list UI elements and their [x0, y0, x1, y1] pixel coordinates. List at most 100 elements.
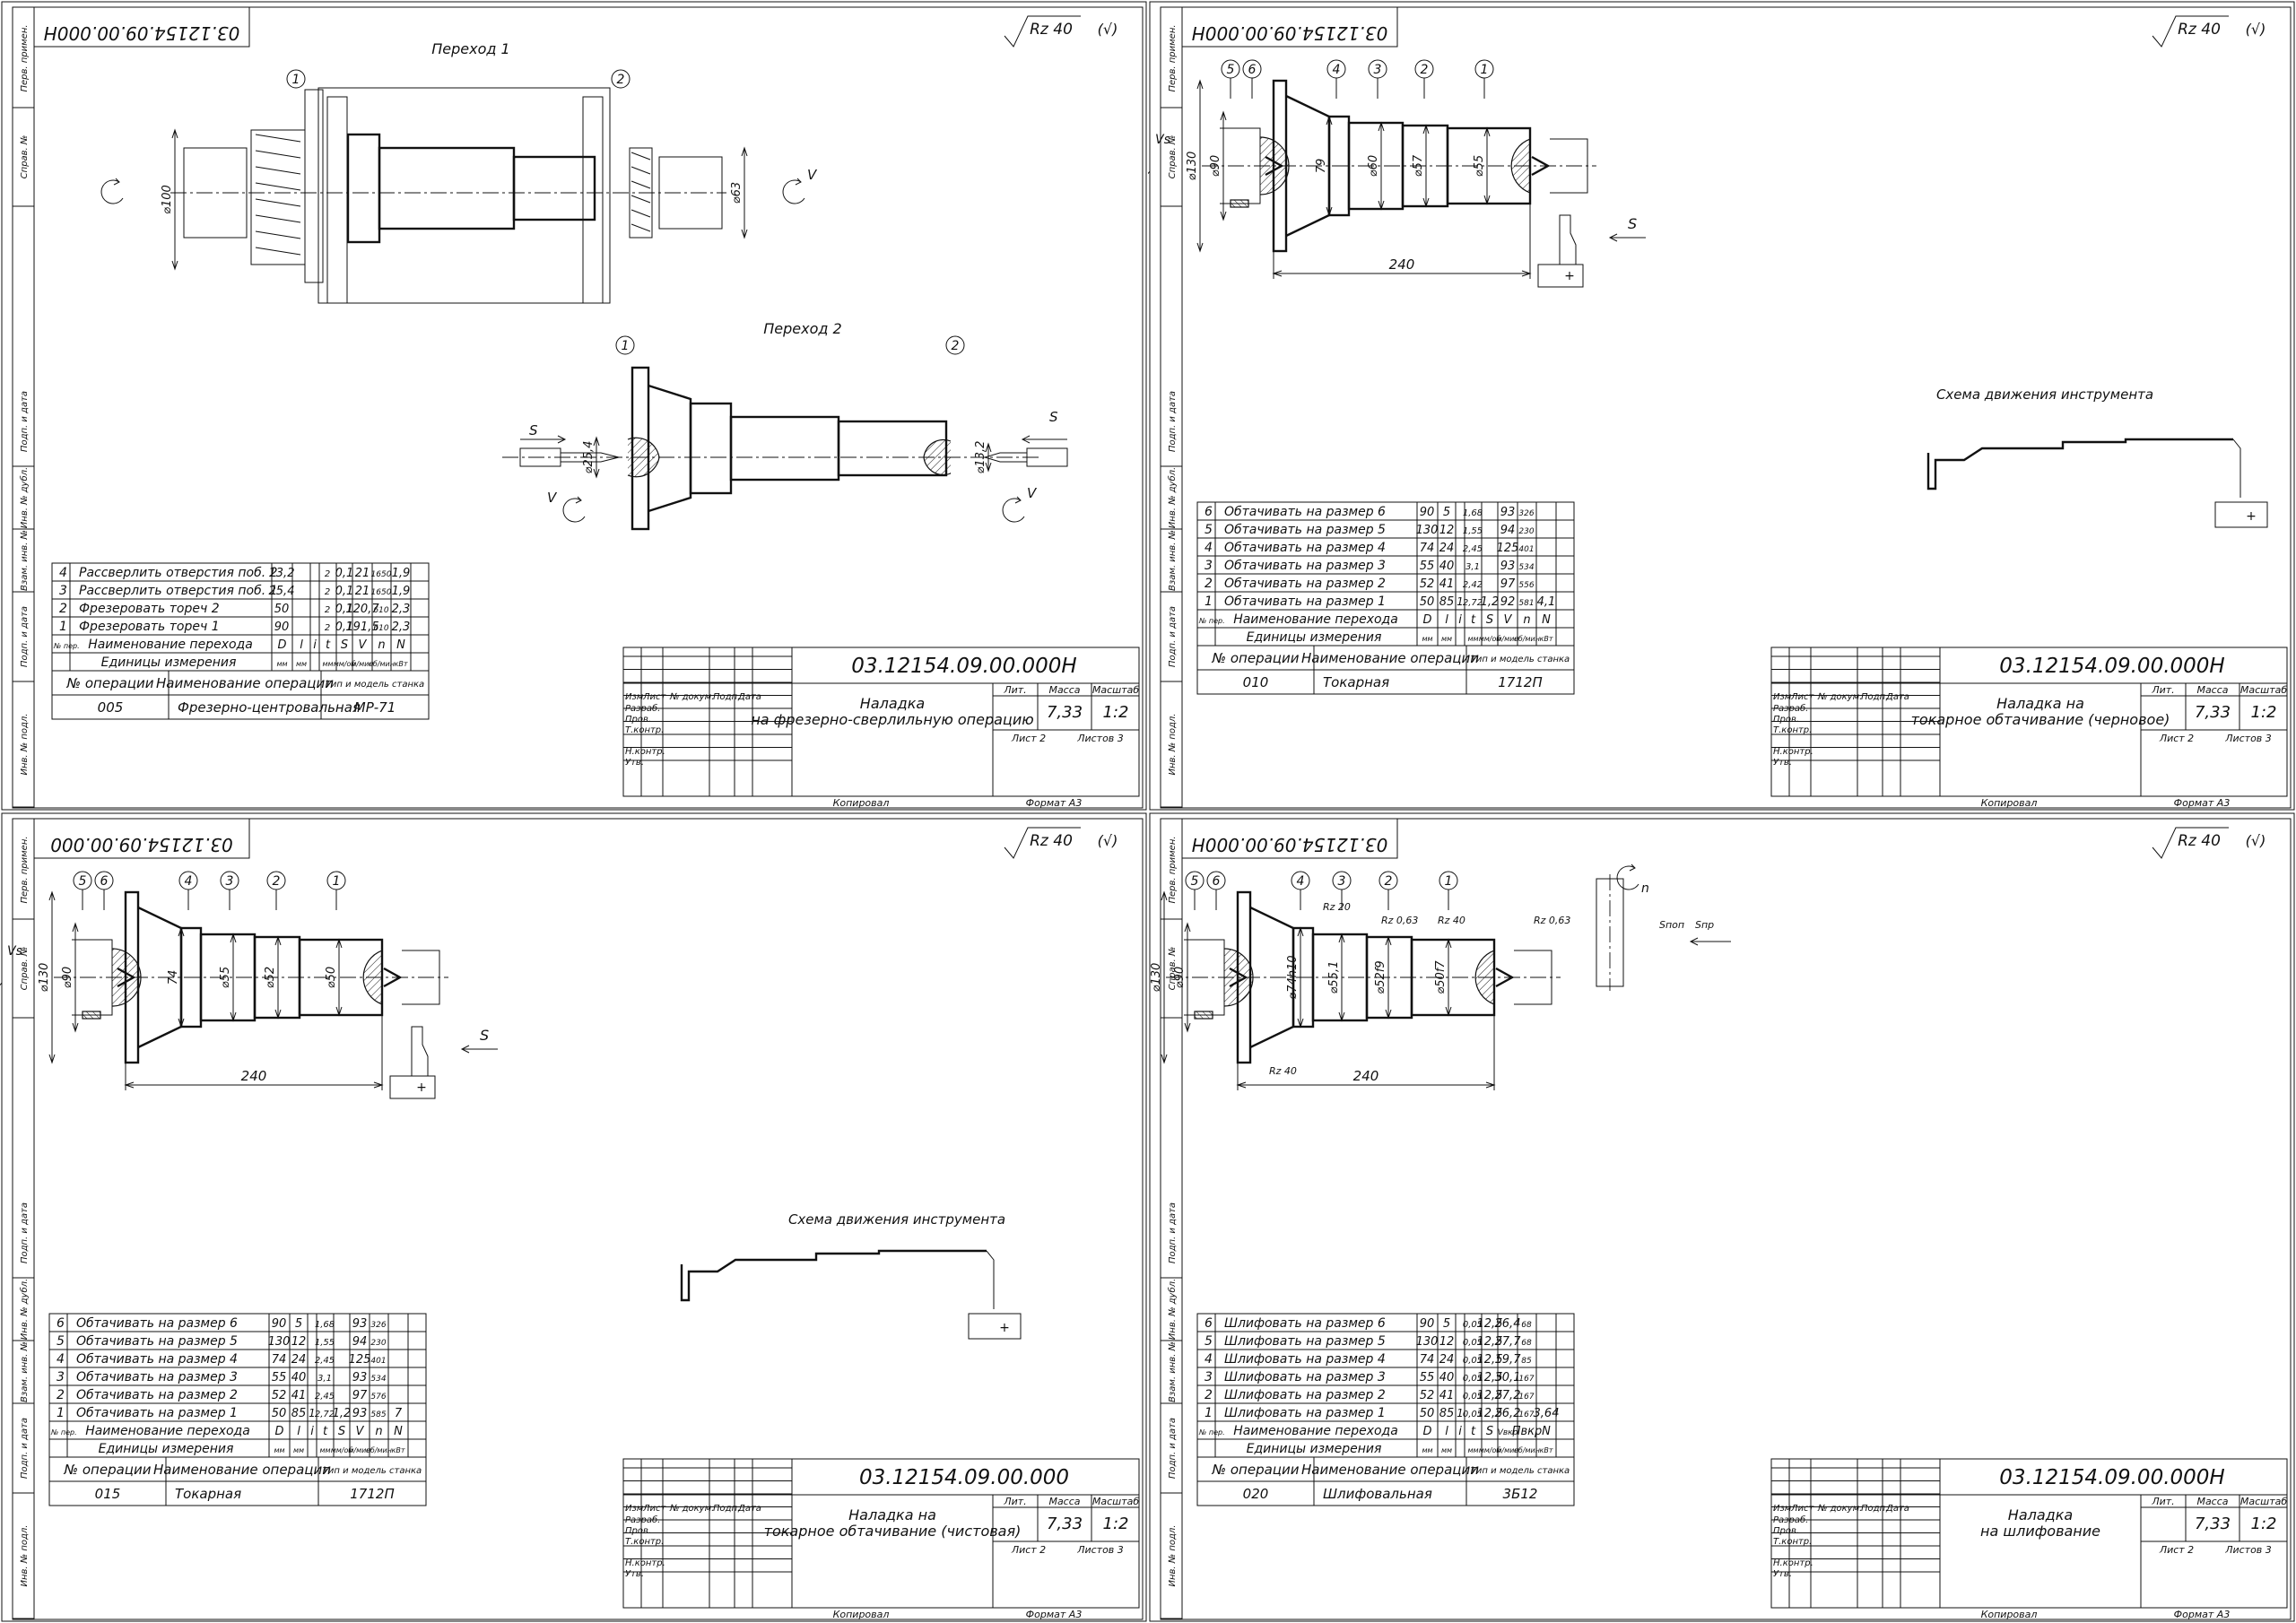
roughness-rz40-b: Rz 40 — [1269, 1065, 1297, 1077]
units-label: Единицы измерения — [99, 1442, 234, 1456]
op-V: 93 — [352, 1407, 368, 1420]
op-header-name: Наименование перехода — [85, 1424, 250, 1438]
side-label: Подп. и дата — [1168, 1202, 1178, 1263]
op-l: 12 — [1439, 524, 1455, 537]
op-header-l: l — [300, 638, 303, 652]
dim-d74: 74 — [167, 970, 180, 985]
dim-d55: ⌀55 — [219, 967, 232, 988]
dim-d25-4: ⌀25,4 — [582, 441, 596, 474]
drawing-title-line2: токарное обтачивание (черновое) — [1911, 711, 2170, 728]
sheet-count: Листов 3 — [1076, 733, 1124, 744]
op-N: 1,9 — [392, 567, 411, 580]
operation-name-header: Наименование операции — [156, 675, 334, 691]
mill-right — [629, 147, 653, 239]
operation-name: Токарная — [1323, 674, 1389, 690]
stamp-role-5: Утв. — [1773, 758, 1792, 768]
op-S: 12,5 — [1477, 1317, 1503, 1331]
sheet-border — [1149, 812, 2295, 1622]
operation-number: 005 — [98, 699, 124, 716]
op-name: Фрезеровать тореч 2 — [79, 602, 220, 616]
callout-number-1: 1 — [333, 874, 341, 889]
op-name: Обтачивать на размер 2 — [1224, 577, 1386, 591]
clamp-left — [326, 96, 348, 304]
dim-d60: ⌀60 — [1367, 155, 1380, 177]
op-D: 90 — [272, 1317, 287, 1331]
op-name: Шлифовать на размер 4 — [1224, 1352, 1386, 1367]
dim-d130: ⌀130 — [38, 963, 51, 993]
callout-number-1: 1 — [292, 73, 300, 87]
op-i: 1 — [1457, 1407, 1464, 1419]
op-name: Рассверлить отверстия поб. 2 — [79, 566, 278, 580]
stamp-header-2: № докум. — [1817, 692, 1862, 702]
op-header-S: S — [338, 1425, 345, 1438]
op-rpm: 68 — [1521, 1321, 1532, 1330]
op-number: 1 — [1205, 595, 1213, 609]
op-header-t: t — [1471, 1425, 1476, 1438]
op-l: 5 — [1443, 506, 1450, 519]
dim-d90-arrow — [72, 922, 79, 933]
op-rpm: 230 — [370, 1339, 386, 1348]
op-header-t: t — [1471, 613, 1476, 627]
operation-name-header: Наименование операции — [153, 1462, 331, 1478]
unit-0: мм — [1422, 635, 1432, 643]
roughness-value: Rz 40 — [1030, 21, 1073, 39]
op-t: 2 — [325, 623, 330, 633]
op-header-D: D — [1422, 613, 1431, 627]
roughness-rz40-a: Rz 40 — [1438, 915, 1465, 926]
dim-d130-arrow — [48, 1054, 56, 1064]
side-label: Инв. № подл. — [1168, 714, 1178, 776]
drawing-code: 03.12154.09.00.000Н — [1999, 655, 2224, 678]
op-rpm: 585 — [370, 1410, 386, 1419]
drawing-title-line1: Наладка на — [848, 1506, 936, 1523]
stamp-header-2: № докум. — [669, 1504, 714, 1514]
stamp-role-2: Т.контр. — [1773, 725, 1812, 735]
sheet-count: Листов 3 — [2224, 733, 2272, 744]
mass-value: 7,33 — [2195, 1515, 2231, 1533]
callout-number-2: 2 — [1421, 63, 1429, 77]
drawing-title-line1: Наладка — [860, 695, 925, 712]
mill-tooth — [631, 152, 651, 161]
drill-rotation-right-head — [1014, 496, 1022, 504]
op-number: 6 — [1205, 1316, 1213, 1331]
op-V: 19,7 — [1495, 1353, 1522, 1367]
dim-d74: ⌀74h10 — [1286, 955, 1300, 999]
unit-7: кВт — [395, 660, 408, 668]
mill-rotation-right-head — [795, 178, 802, 186]
op-D: 90 — [1420, 506, 1435, 519]
dim-d50: ⌀50 — [325, 967, 338, 988]
callout-number-3: 3 — [226, 874, 234, 889]
dim-d52-arrow — [274, 1009, 282, 1020]
clamp-right — [582, 96, 604, 304]
op-l: 5 — [295, 1317, 302, 1331]
dim-d90: ⌀90 — [1209, 155, 1222, 177]
roughness-symbol — [2152, 827, 2229, 859]
op-t: 3,1 — [1465, 562, 1480, 572]
cross-feed-label: Sпоп — [1659, 919, 1684, 931]
op-l: 41 — [291, 1389, 307, 1402]
unit-4: мм/об — [331, 1446, 353, 1454]
op-t: 0,05 — [1463, 1410, 1483, 1419]
mill-rotation-left-head — [113, 178, 120, 186]
tool-path-title: Схема движения инструмента — [1936, 386, 2153, 403]
stamp-role-1: Пров. — [625, 1526, 651, 1536]
callout-number-5: 5 — [1191, 874, 1199, 889]
op-l: 40 — [1439, 1371, 1455, 1384]
op-S: 0,1 — [335, 603, 354, 616]
op-l: 40 — [291, 1371, 307, 1384]
units-label: Единицы измерения — [1247, 1442, 1382, 1456]
op-header-number: № пер. — [50, 1428, 77, 1436]
op-D: 130 — [268, 1335, 291, 1349]
tool-path-mark: + — [2246, 509, 2257, 524]
op-header-S: S — [1486, 613, 1493, 627]
callout-number-4: 4 — [1333, 63, 1341, 77]
code-box — [33, 818, 250, 859]
feed-arrow-head — [1608, 233, 1618, 242]
op-name: Фрезеровать тореч 1 — [79, 620, 220, 634]
op-number: 3 — [1205, 559, 1213, 573]
dim-d63-arrow — [741, 229, 748, 239]
lit-label: Лит. — [2151, 1496, 2174, 1507]
dim-d55-arrow — [1483, 126, 1491, 137]
dim-d79-arrow — [1326, 206, 1333, 217]
